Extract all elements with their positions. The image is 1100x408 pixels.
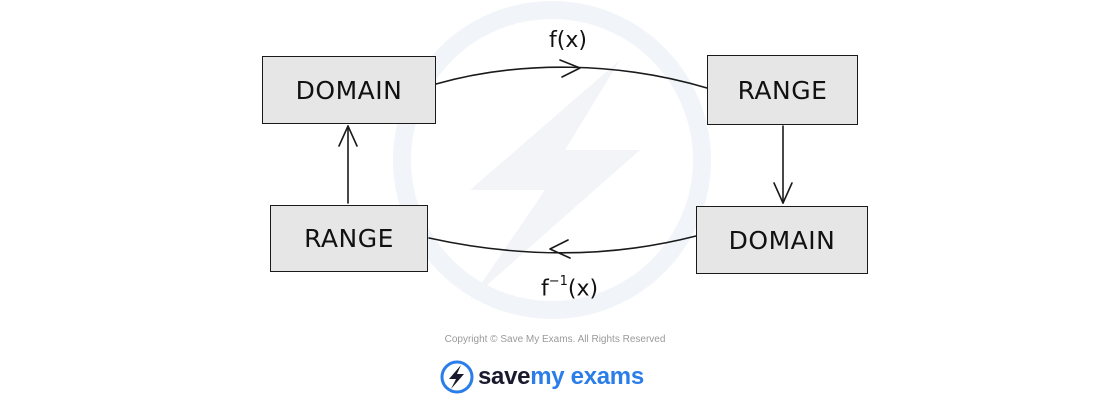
range-box-bottom-left: RANGE <box>270 205 428 272</box>
box-label: DOMAIN <box>728 225 836 255</box>
forward-arrowhead <box>559 59 581 78</box>
inverse-base: f <box>541 276 549 302</box>
inverse-exponent: −1 <box>548 274 568 289</box>
left-up-arrowhead <box>338 125 358 147</box>
inverse-arrowhead <box>549 239 571 259</box>
range-to-domain-arrowhead <box>773 182 793 204</box>
inverse-argument: (x) <box>567 276 599 302</box>
domain-box-bottom-right: DOMAIN <box>696 206 868 274</box>
box-label: RANGE <box>737 75 828 105</box>
brand-wordmark: savemy exams <box>478 363 644 391</box>
brand-logo: savemy exams <box>440 360 644 394</box>
inverse-arrow <box>428 235 697 254</box>
domain-box-top-left: DOMAIN <box>262 56 436 124</box>
inverse-function-label: f−1(x) <box>541 274 599 302</box>
range-box-top-right: RANGE <box>707 55 858 125</box>
lightning-logo-icon <box>440 360 474 394</box>
forward-arrow <box>435 66 708 89</box>
brand-my-exams: my exams <box>530 363 644 390</box>
brand-save: save <box>478 363 531 390</box>
box-label: RANGE <box>304 224 394 253</box>
box-label: DOMAIN <box>295 75 403 105</box>
copyright-text: Copyright © Save My Exams. All Rights Re… <box>444 334 666 345</box>
forward-function-label: f(x) <box>549 28 587 53</box>
